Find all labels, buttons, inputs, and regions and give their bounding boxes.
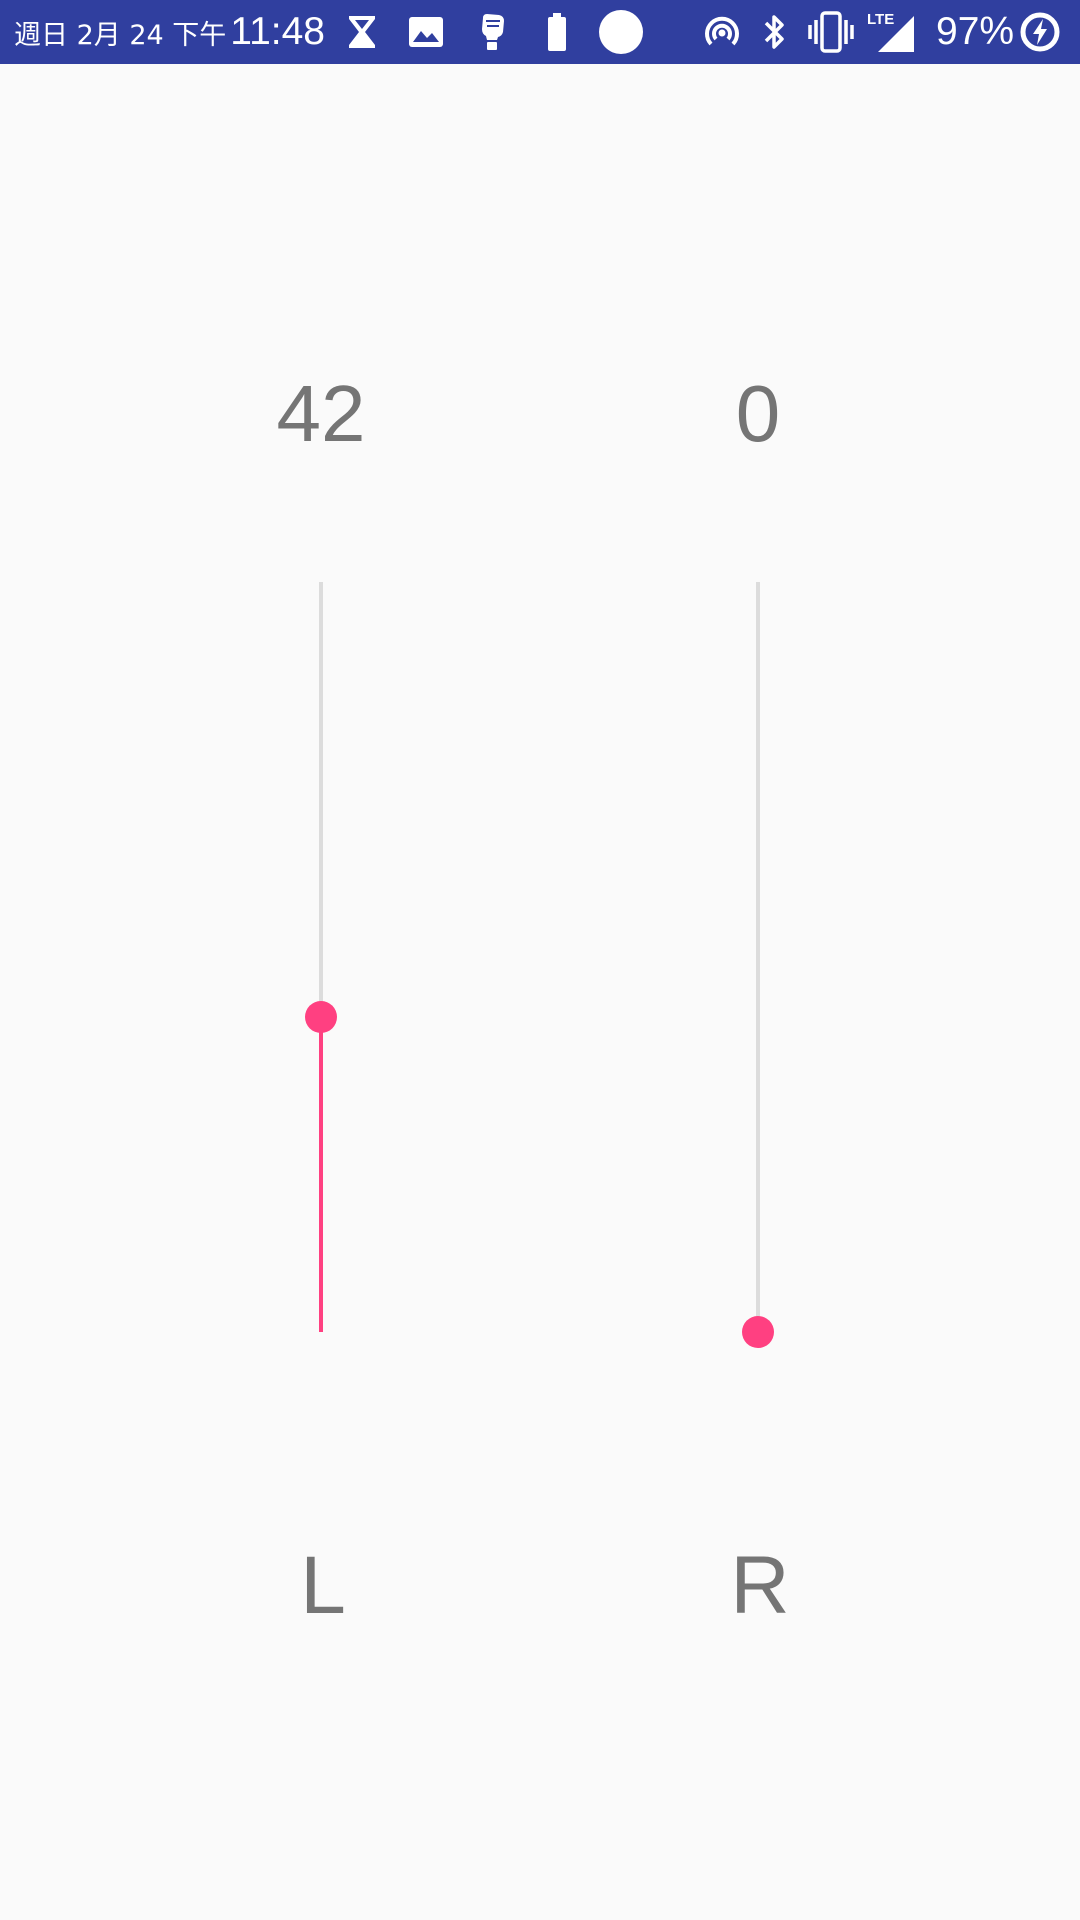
battery-small-icon <box>543 0 571 64</box>
right-channel-label: R <box>730 1540 790 1631</box>
right-vertical-slider[interactable] <box>718 582 798 1348</box>
battery-charging-icon <box>1018 0 1062 64</box>
status-clock: 週日 2月 24 下午 11:48 <box>14 0 325 64</box>
fist-icon <box>472 0 512 64</box>
battery-percent: 97% <box>936 10 1015 53</box>
right-slider-track[interactable] <box>756 582 760 1332</box>
left-slider-thumb[interactable] <box>305 1001 337 1033</box>
left-slider-track[interactable] <box>319 582 323 1332</box>
left-slider-fill <box>319 1017 323 1332</box>
status-date: 週日 2月 24 下午 <box>14 19 227 51</box>
hotspot-icon <box>700 0 744 64</box>
left-channel-label: L <box>300 1540 346 1631</box>
status-time: 11:48 <box>230 10 325 53</box>
svg-text:LTE: LTE <box>867 11 894 28</box>
vibrate-icon <box>806 0 856 64</box>
right-value-label: 0 <box>735 369 781 458</box>
left-value-label: 42 <box>276 369 366 458</box>
image-icon <box>406 0 446 64</box>
bluetooth-icon <box>760 0 790 64</box>
status-bar: 週日 2月 24 下午 11:48 <box>0 0 1080 64</box>
lte-signal-icon: LTE <box>866 0 918 64</box>
left-vertical-slider[interactable] <box>281 582 361 1332</box>
hourglass-icon <box>342 0 382 64</box>
right-slider-thumb[interactable] <box>742 1316 774 1348</box>
circle-icon <box>598 0 644 64</box>
